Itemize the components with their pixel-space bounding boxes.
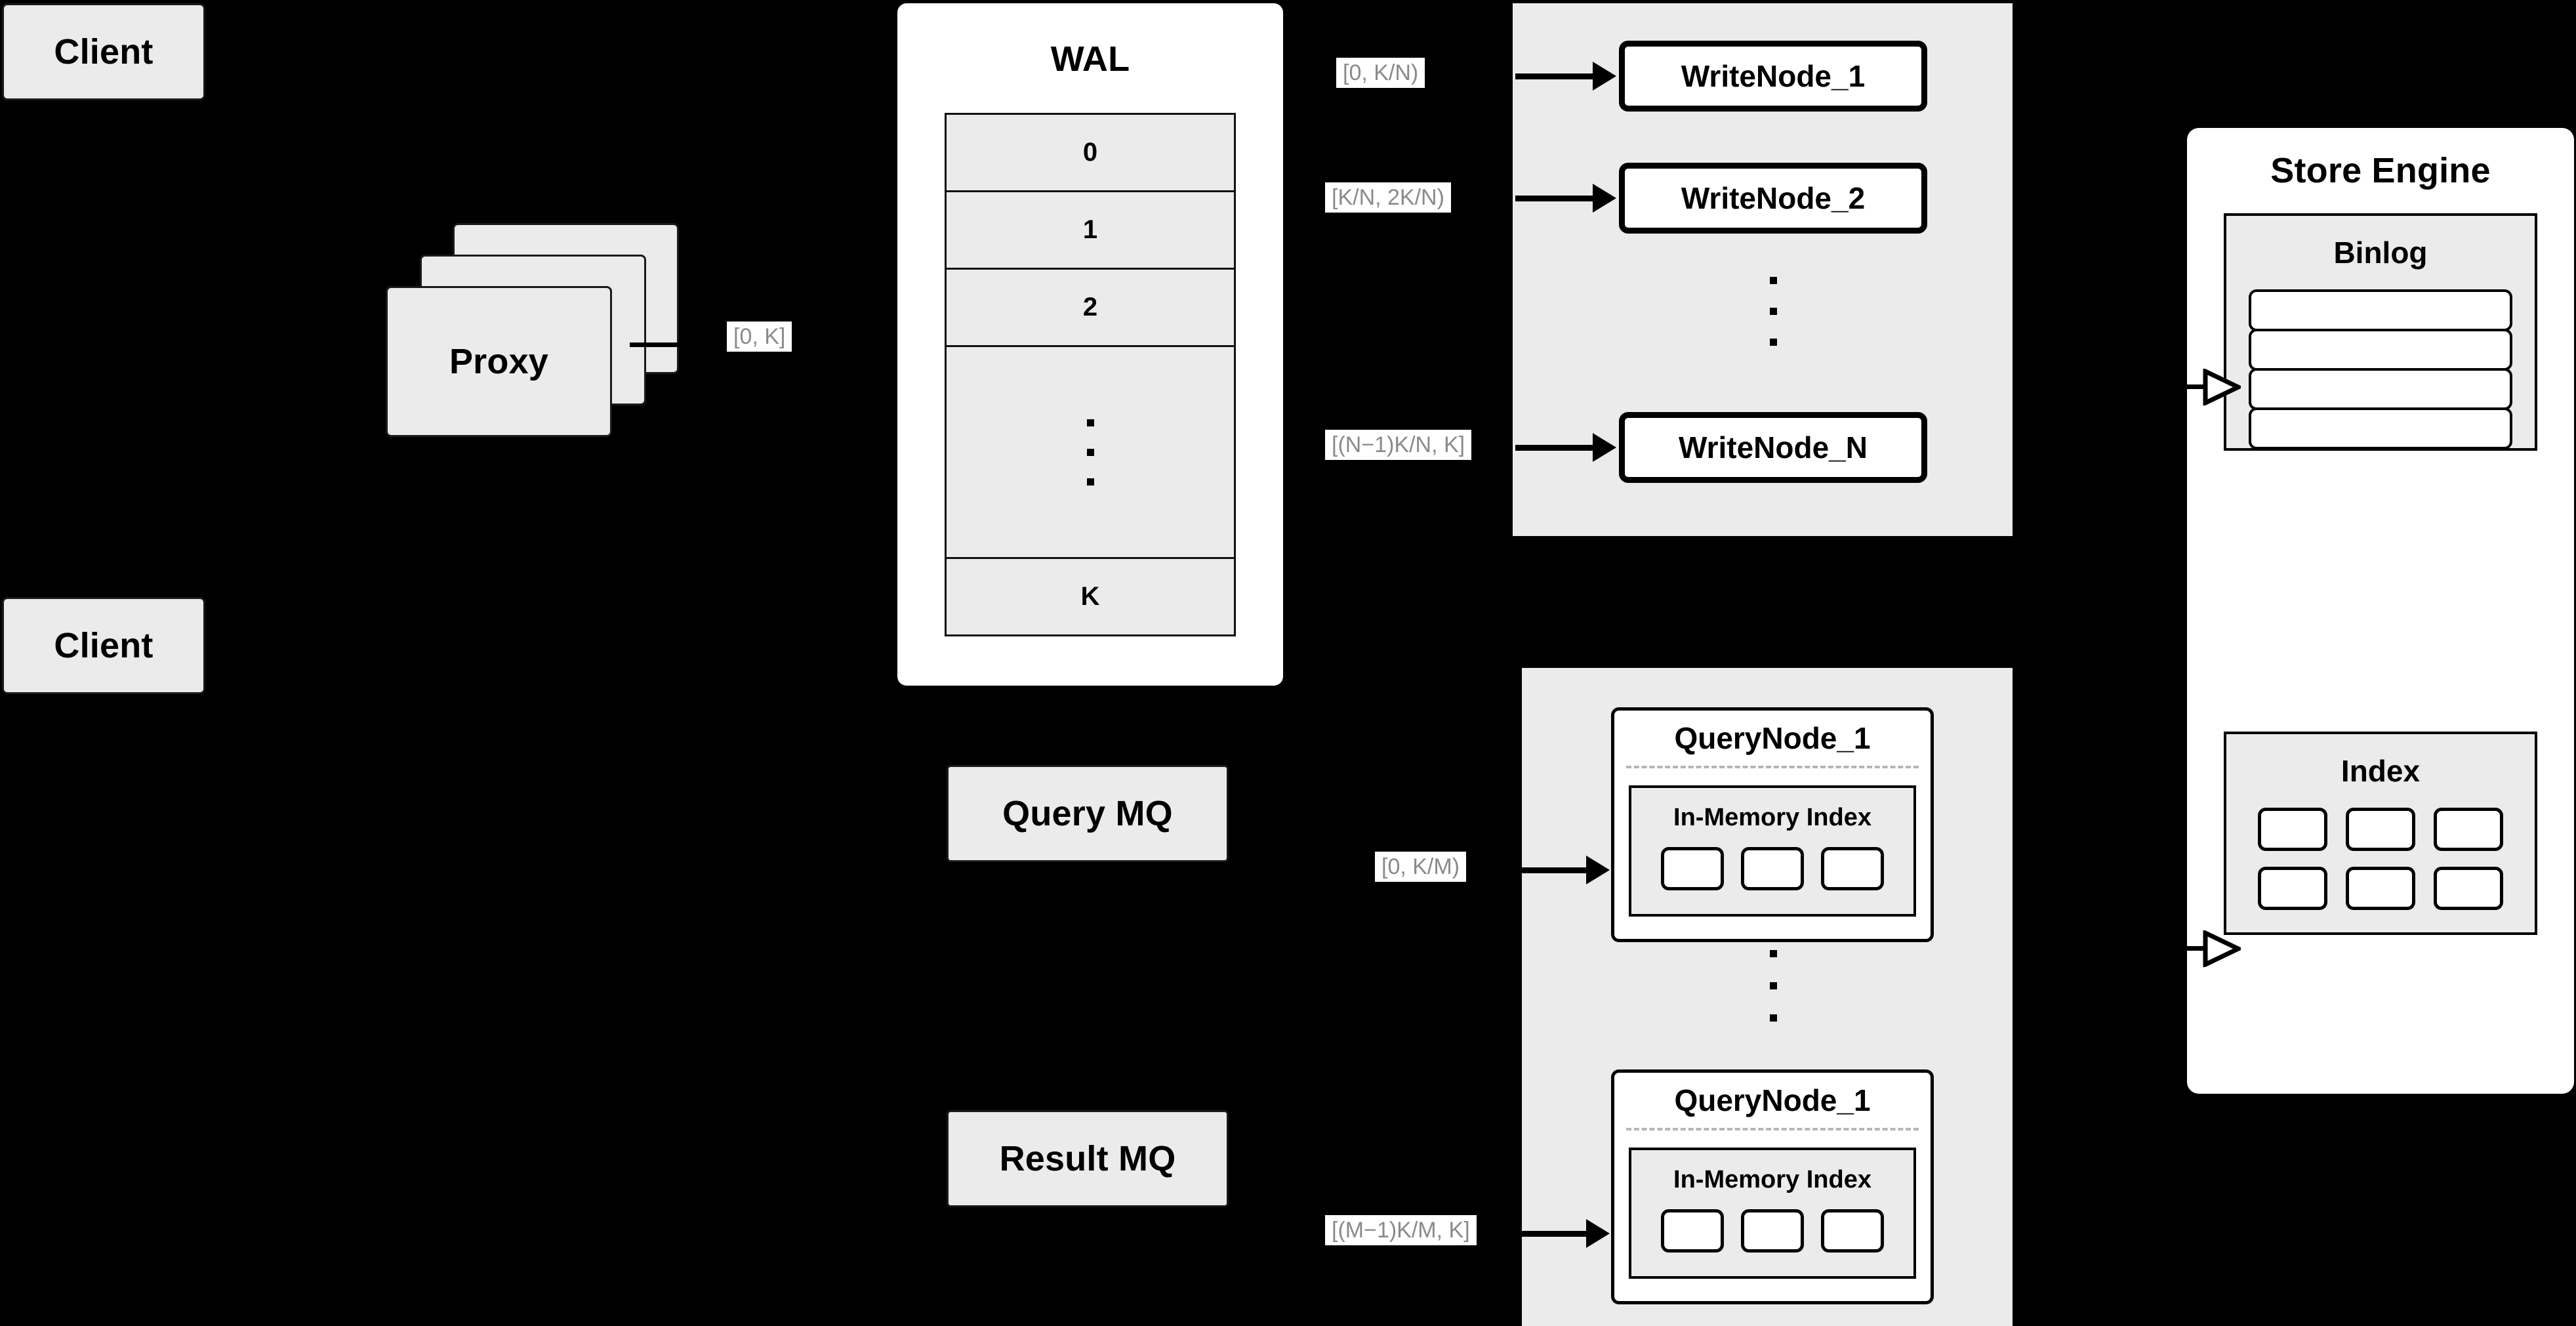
index-chip[interactable] bbox=[1661, 1209, 1724, 1253]
store-index-chip[interactable] bbox=[2258, 867, 2327, 910]
query-mq-label: Query MQ bbox=[1002, 794, 1173, 833]
arrow-head-wal-to-write-1 bbox=[1593, 62, 1616, 91]
arrow-line-mq-to-query-m bbox=[1522, 1231, 1587, 1237]
wal-entry-label: 0 bbox=[1082, 138, 1098, 167]
binlog-title: Binlog bbox=[2333, 236, 2428, 270]
store-index-chip[interactable] bbox=[2258, 808, 2327, 851]
in-memory-index-title-wrap: In-Memory Index bbox=[1631, 1150, 1913, 1209]
arrow-head-to-store-index-icon bbox=[2203, 929, 2244, 968]
in-memory-index-box: In-Memory Index bbox=[1629, 1148, 1916, 1279]
proxy-label: Proxy bbox=[449, 342, 549, 381]
store-index-title-wrap: Index bbox=[2226, 734, 2535, 808]
edge-label-proxy-to-wal: [0, K] bbox=[727, 321, 792, 352]
in-memory-index-chip-row bbox=[1631, 1209, 1913, 1253]
result-mq-label: Result MQ bbox=[999, 1139, 1176, 1178]
binlog-bar[interactable] bbox=[2249, 368, 2512, 410]
binlog-bar[interactable] bbox=[2249, 329, 2512, 371]
proxy-box[interactable]: Proxy bbox=[386, 286, 612, 437]
wal-entry-ellipsis bbox=[945, 345, 1236, 559]
arrow-head-to-binlog-icon bbox=[2203, 367, 2244, 407]
wal-entry-list: 0 1 2 K bbox=[945, 113, 1236, 636]
store-engine-title-wrap: Store Engine bbox=[2187, 128, 2574, 213]
wal-title: WAL bbox=[1050, 39, 1130, 79]
query-node-title-wrap: QueryNode_1 bbox=[1614, 711, 1931, 766]
query-node-separator bbox=[1626, 1128, 1919, 1130]
index-chip[interactable] bbox=[1741, 1209, 1804, 1253]
in-memory-index-title: In-Memory Index bbox=[1673, 803, 1871, 831]
edge-label-mq-to-query-1: [0, K/M) bbox=[1375, 852, 1467, 882]
proxy-to-wal-connector bbox=[630, 342, 682, 347]
arrow-head-mq-to-query-1 bbox=[1586, 856, 1610, 884]
store-index-chip-grid bbox=[2226, 808, 2535, 910]
arrow-line-wal-to-write-1 bbox=[1515, 73, 1594, 79]
wal-entry-label: 2 bbox=[1082, 293, 1098, 321]
in-memory-index-box: In-Memory Index bbox=[1629, 785, 1916, 917]
query-node-label: QueryNode_1 bbox=[1674, 1083, 1871, 1117]
client-label-1: Client bbox=[54, 32, 153, 72]
query-node-title-wrap: QueryNode_1 bbox=[1614, 1073, 1931, 1128]
wal-vertical-ellipsis-icon bbox=[1086, 419, 1094, 486]
client-box-1[interactable]: Client bbox=[2, 3, 205, 100]
query-node-label: QueryNode_1 bbox=[1674, 721, 1871, 755]
store-index-chip[interactable] bbox=[2346, 808, 2415, 851]
result-mq-box[interactable]: Result MQ bbox=[947, 1110, 1229, 1207]
arrow-line-to-binlog bbox=[2178, 384, 2207, 389]
in-memory-index-title-wrap: In-Memory Index bbox=[1631, 788, 1913, 847]
binlog-box: Binlog bbox=[2224, 213, 2537, 451]
wal-entry[interactable]: K bbox=[945, 557, 1236, 636]
wal-panel: WAL 0 1 2 K bbox=[897, 3, 1283, 686]
arrow-head-mq-to-query-m bbox=[1586, 1219, 1610, 1248]
client-box-2[interactable]: Client bbox=[2, 597, 205, 694]
store-index-chip[interactable] bbox=[2346, 867, 2415, 910]
store-index-chip[interactable] bbox=[2434, 808, 2503, 851]
client-label-2: Client bbox=[54, 626, 153, 665]
in-memory-index-chip-row bbox=[1631, 847, 1913, 890]
query-mq-box[interactable]: Query MQ bbox=[947, 765, 1229, 862]
query-cluster-vertical-ellipsis-icon bbox=[1770, 950, 1777, 1022]
arrow-line-mq-to-query-1 bbox=[1522, 867, 1587, 873]
store-index-chip-row bbox=[2258, 867, 2503, 910]
write-cluster-vertical-ellipsis-icon bbox=[1770, 277, 1777, 346]
write-node-1[interactable]: WriteNode_1 bbox=[1619, 41, 1927, 112]
binlog-bar-list bbox=[2249, 289, 2512, 449]
wal-entry-label: 1 bbox=[1082, 215, 1098, 244]
query-node-2[interactable]: QueryNode_1 In-Memory Index bbox=[1611, 1069, 1934, 1304]
arrow-line-wal-to-write-n bbox=[1515, 445, 1594, 451]
arrow-line-wal-to-write-2 bbox=[1515, 196, 1594, 201]
write-node-n[interactable]: WriteNode_N bbox=[1619, 412, 1927, 483]
write-node-2[interactable]: WriteNode_2 bbox=[1619, 163, 1927, 234]
store-engine-panel: Store Engine Binlog Index bbox=[2187, 128, 2574, 1094]
binlog-bar[interactable] bbox=[2249, 407, 2512, 449]
index-chip[interactable] bbox=[1821, 1209, 1884, 1253]
write-node-label: WriteNode_2 bbox=[1681, 181, 1866, 215]
write-node-label: WriteNode_N bbox=[1679, 430, 1868, 465]
arrow-head-wal-to-write-2 bbox=[1593, 184, 1616, 213]
index-chip[interactable] bbox=[1821, 847, 1884, 890]
wal-entry-label: K bbox=[1080, 582, 1100, 611]
wal-entry[interactable]: 0 bbox=[945, 113, 1236, 192]
store-index-chip[interactable] bbox=[2434, 867, 2503, 910]
index-chip[interactable] bbox=[1661, 847, 1724, 890]
edge-label-wal-to-write-n: [(N−1)K/N, K] bbox=[1325, 430, 1472, 460]
in-memory-index-title: In-Memory Index bbox=[1673, 1165, 1871, 1193]
binlog-title-wrap: Binlog bbox=[2226, 216, 2535, 289]
arrow-line-to-store-index bbox=[2178, 946, 2207, 951]
arrow-head-wal-to-write-n bbox=[1593, 433, 1616, 462]
edge-label-wal-to-write-2: [K/N, 2K/N) bbox=[1325, 182, 1451, 213]
store-index-title: Index bbox=[2341, 754, 2421, 788]
edge-label-mq-to-query-m: [(M−1)K/M, K] bbox=[1325, 1215, 1477, 1245]
wal-entry[interactable]: 2 bbox=[945, 268, 1236, 347]
write-node-label: WriteNode_1 bbox=[1681, 59, 1866, 93]
query-node-separator bbox=[1626, 766, 1919, 768]
store-index-box: Index bbox=[2224, 732, 2537, 935]
edge-label-wal-to-write-1: [0, K/N) bbox=[1336, 58, 1425, 88]
index-chip[interactable] bbox=[1741, 847, 1804, 890]
query-node-1[interactable]: QueryNode_1 In-Memory Index bbox=[1611, 707, 1934, 942]
wal-title-wrap: WAL bbox=[897, 3, 1283, 115]
store-index-chip-row bbox=[2258, 808, 2503, 851]
binlog-bar[interactable] bbox=[2249, 289, 2512, 331]
wal-entry[interactable]: 1 bbox=[945, 190, 1236, 270]
store-engine-title: Store Engine bbox=[2270, 151, 2491, 190]
